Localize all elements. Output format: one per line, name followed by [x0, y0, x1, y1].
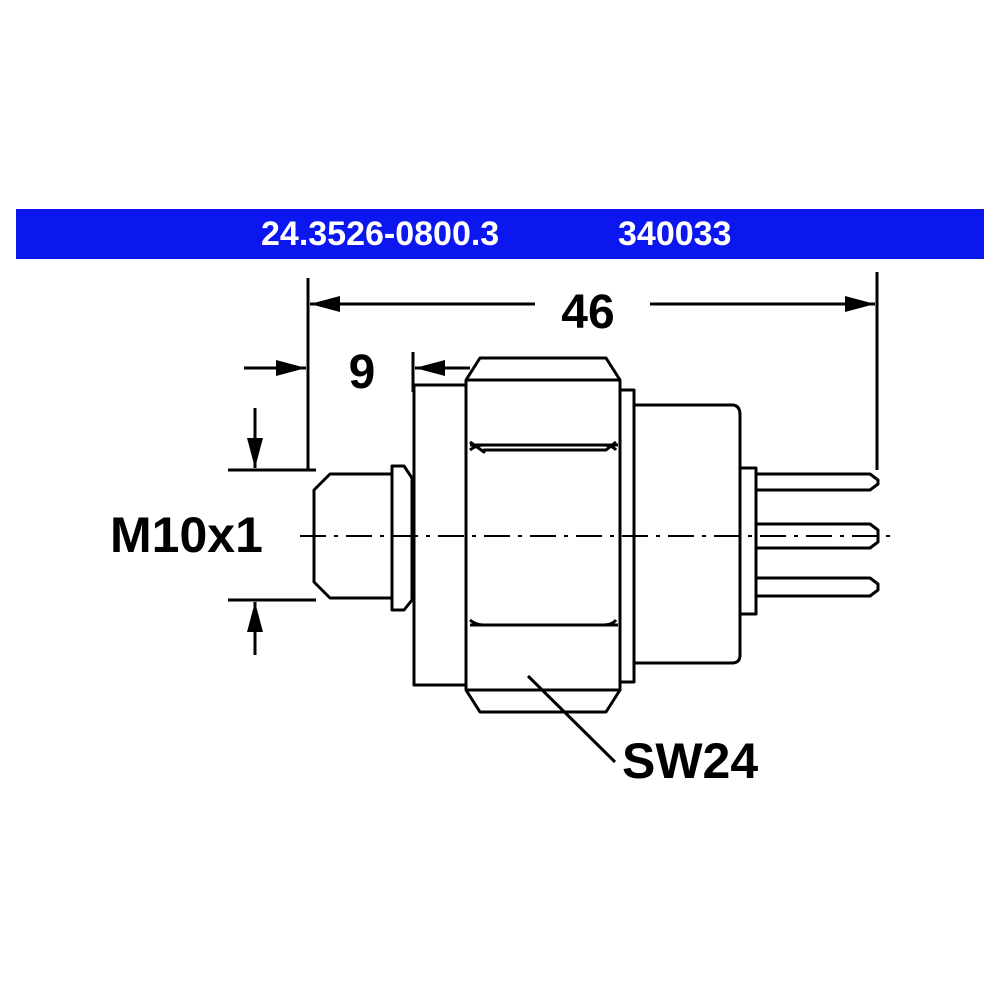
- reference-number: 340033: [618, 215, 732, 253]
- part-number: 24.3526-0800.3: [261, 215, 500, 253]
- part-number-banner: 24.3526-0800.3 340033: [16, 209, 984, 259]
- overall-length-dimension: [306, 272, 879, 470]
- thread-spec-label: M10x1: [110, 507, 263, 563]
- wrench-size-label: SW24: [622, 733, 758, 789]
- spigot-neck: [390, 464, 414, 612]
- thread-length-label: 9: [349, 346, 376, 399]
- terminal-pin-bottom: [754, 576, 880, 598]
- overall-length-label: 46: [561, 286, 614, 339]
- terminal-block: [738, 466, 758, 616]
- thread-diameter-dimension: [228, 408, 316, 655]
- wrench-size-leader: [526, 674, 617, 764]
- housing: [632, 403, 742, 665]
- terminal-pin-top: [754, 472, 880, 492]
